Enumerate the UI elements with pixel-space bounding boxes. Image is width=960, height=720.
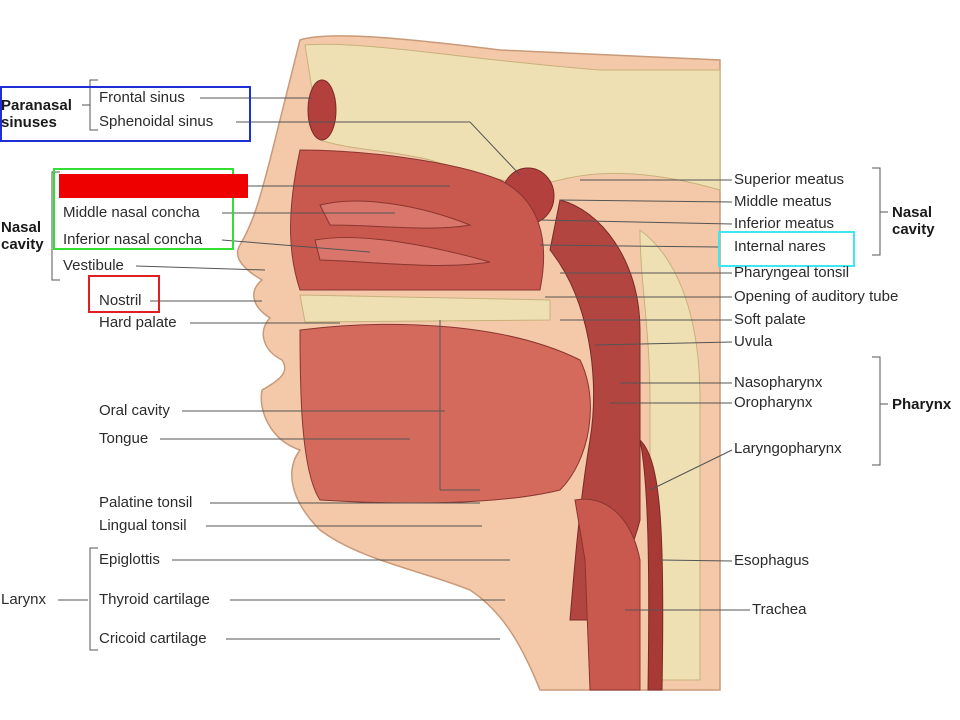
esophagus-shape: [639, 438, 664, 691]
label-frontal-sinus: Frontal sinus: [99, 89, 185, 106]
label-soft-palate: Soft palate: [734, 311, 806, 328]
group-brackets: [51, 79, 888, 651]
frontal-sinus-shape: [307, 79, 337, 141]
tongue-shape: [299, 323, 591, 504]
label-trachea: Trachea: [752, 601, 807, 618]
group-pharynx: Pharynx: [892, 396, 952, 413]
group-larynx: Larynx: [1, 591, 47, 608]
label-inferior-nasal-concha: Inferior nasal concha: [63, 231, 203, 248]
label-palatine-tonsil: Palatine tonsil: [99, 494, 193, 511]
concha-middle-shape: [319, 200, 472, 229]
label-hard-palate: Hard palate: [99, 314, 177, 331]
label-middle-meatus: Middle meatus: [734, 193, 832, 210]
concha-inferior-shape: [314, 237, 491, 266]
label-thyroid-cartilage: Thyroid cartilage: [99, 591, 210, 608]
label-inferior-meatus: Inferior meatus: [734, 215, 835, 232]
label-tongue: Tongue: [99, 430, 149, 447]
label-laryngopharynx: Laryngopharynx: [734, 440, 842, 457]
larynx-shape: [574, 498, 641, 691]
label-nostril: Nostril: [99, 292, 142, 309]
label-vestibule: Vestibule: [63, 257, 124, 274]
label-superior-meatus: Superior meatus: [734, 171, 845, 188]
internal-nares-highlight-box: [718, 231, 855, 267]
label-uvula: Uvula: [734, 333, 773, 350]
label-oropharynx: Oropharynx: [734, 394, 813, 411]
label-esophagus: Esophagus: [734, 552, 810, 569]
hard-palate-shape: [299, 294, 551, 323]
label-middle-nasal-concha: Middle nasal concha: [63, 204, 200, 221]
label-internal-nares: Internal nares: [734, 238, 826, 255]
label-opening-auditory-tube: Opening of auditory tube: [734, 288, 899, 305]
label-nasopharynx: Nasopharynx: [734, 374, 823, 391]
label-epiglottis: Epiglottis: [99, 551, 160, 568]
label-lingual-tonsil: Lingual tonsil: [99, 517, 187, 534]
leader-lines: [58, 97, 750, 640]
label-oral-cavity: Oral cavity: [99, 402, 170, 419]
label-sphenoidal-sinus: Sphenoidal sinus: [99, 113, 214, 130]
paranasal-highlight-box: [0, 86, 251, 142]
nostril-highlight-box: [88, 275, 160, 313]
nasal-concha-highlight-box: [53, 168, 234, 250]
label-pharyngeal-tonsil: Pharyngeal tonsil: [734, 264, 850, 281]
label-cricoid-cartilage: Cricoid cartilage: [99, 630, 207, 647]
skull-bone: [304, 43, 721, 191]
redaction-block: [59, 174, 248, 198]
